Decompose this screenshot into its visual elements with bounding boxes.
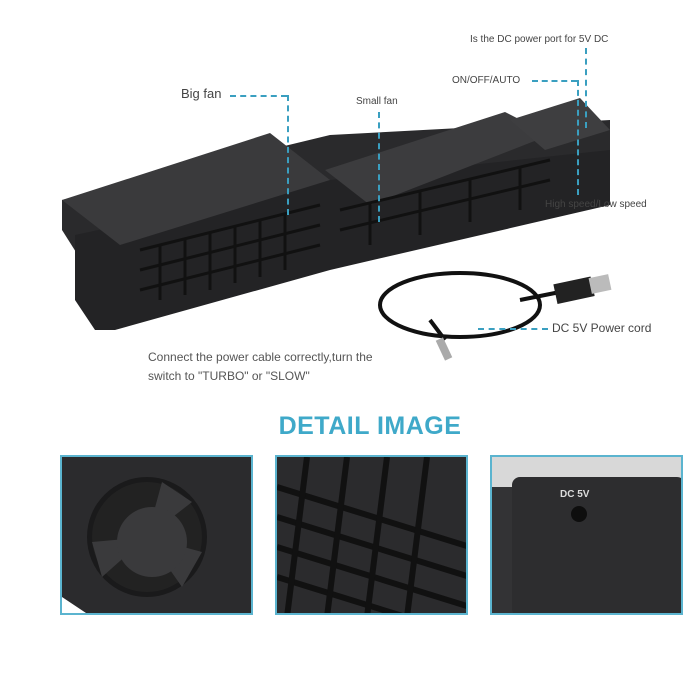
callout-big-fan: Big fan (181, 86, 222, 101)
callout-line (585, 48, 587, 128)
callout-small-fan: Small fan (356, 96, 398, 107)
detail-panel-fan (60, 455, 253, 615)
callout-line (287, 95, 289, 215)
callout-dc-port: Is the DC power port for 5V DC (470, 34, 609, 45)
callout-on-off-auto: ON/OFF/AUTO (452, 75, 521, 86)
callout-line (378, 112, 380, 222)
detail-panel-grille (275, 455, 468, 615)
detail-image-title: DETAIL IMAGE (278, 412, 462, 440)
callout-line (532, 80, 577, 82)
callout-speed: High speed/Low speed (545, 199, 647, 210)
cooling-fan-device-image (62, 98, 612, 361)
dc-5v-label: DC 5V (560, 489, 590, 500)
instruction-line-1: Connect the power cable correctly,turn t… (148, 350, 373, 364)
callout-line (478, 328, 548, 330)
callout-power-cord: DC 5V Power cord (552, 321, 652, 335)
detail-panel-dc-port: DC 5V (490, 455, 683, 615)
callout-line (577, 80, 579, 195)
callout-line (230, 95, 287, 97)
instruction-line-2: switch to "TURBO" or "SLOW" (148, 369, 310, 383)
